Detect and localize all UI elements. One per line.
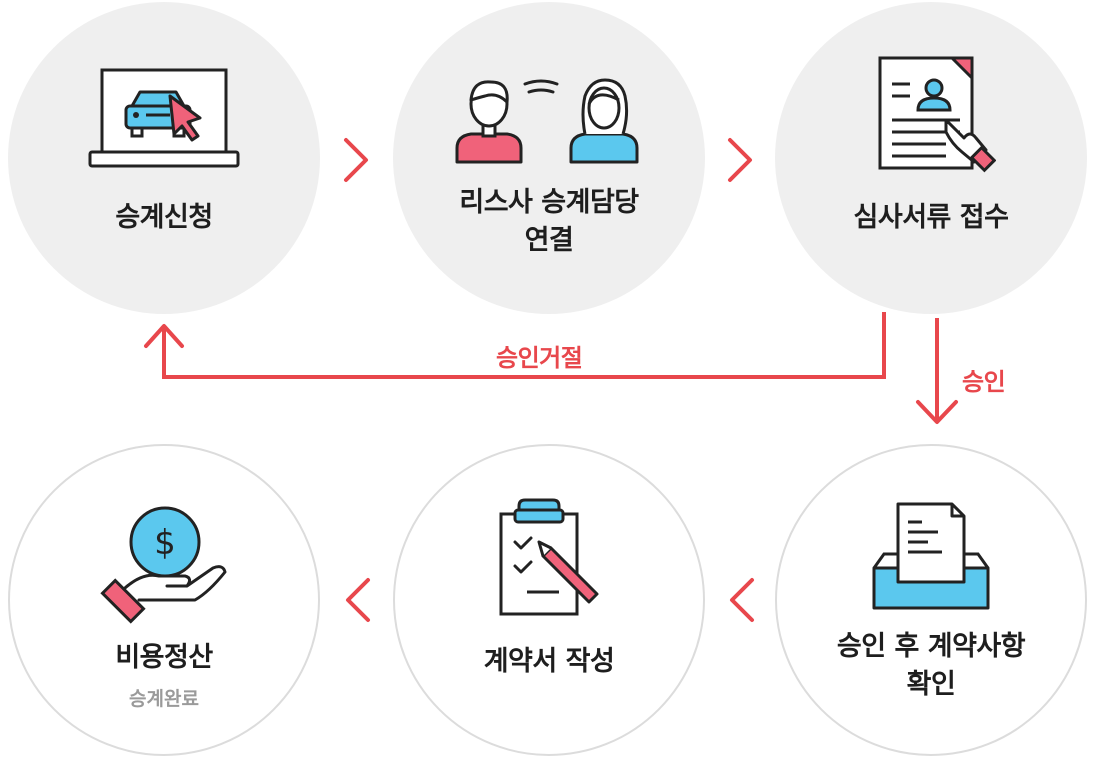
arrow-down-icon [916,400,958,424]
hand-coin-icon: $ [100,506,227,624]
step-label: 승계신청 [115,202,213,233]
step-label: 리스사 승계담당 연결 [459,187,639,256]
step-review: 심사서류 접수 [775,2,1087,314]
step-label: 계약서 작성 [483,646,615,677]
chevron-right-icon [728,138,752,182]
step-settle: $ 비용정산 승계완료 [8,444,320,756]
rejected-path [162,312,886,379]
step-label: 비용정산 [115,642,213,673]
chevron-left-icon [730,578,754,622]
clipboard-pen-icon [499,498,599,616]
step-label: 승인 후 계약사항 확인 [836,631,1026,700]
inbox-document-icon [872,502,990,610]
step-sublabel: 승계완료 [129,688,199,710]
chevron-right-icon [344,138,368,182]
step-contract: 계약서 작성 [393,444,705,756]
chevron-left-icon [346,578,370,622]
step-confirm: 승인 후 계약사항 확인 [775,444,1087,756]
arrow-up-icon [144,324,184,348]
laptop-car-icon [88,68,240,168]
two-people-icon [455,78,639,164]
step-connect: 리스사 승계담당 연결 [393,2,705,314]
svg-text:$: $ [154,523,176,563]
document-profile-icon [878,56,996,173]
step-label: 심사서류 접수 [853,202,1009,233]
step-apply: 승계신청 [8,2,320,314]
approved-label: 승인 [962,368,1006,396]
rejected-label: 승인거절 [496,344,583,372]
